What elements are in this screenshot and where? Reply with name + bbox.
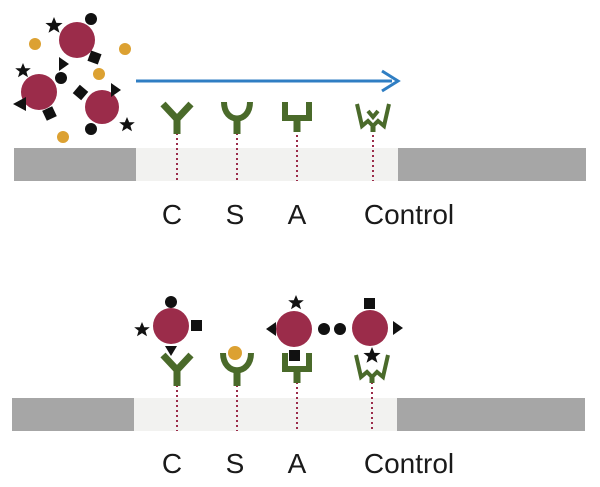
- bound-particle-control: [352, 298, 403, 363]
- bottom-label-a: A: [288, 448, 307, 479]
- antibody-control-top: [355, 103, 391, 132]
- circle-marker: [55, 72, 67, 84]
- triangle-marker: [13, 97, 26, 111]
- particle-cluster: [13, 13, 135, 143]
- triangle-marker: [59, 57, 69, 71]
- antibody-s-bottom: [220, 352, 254, 386]
- top-strip-middle: [136, 148, 398, 181]
- orange-dot: [57, 131, 69, 143]
- star-marker: [119, 117, 135, 132]
- star-marker: [45, 17, 63, 33]
- top-panel: C S A Control: [13, 13, 586, 230]
- orange-dot: [93, 68, 105, 80]
- square-marker: [364, 298, 375, 309]
- top-strip-right: [398, 148, 586, 181]
- triangle-marker: [111, 83, 121, 97]
- bound-particle-a: [266, 295, 330, 361]
- top-label-c: C: [162, 199, 182, 230]
- star-marker: [288, 295, 304, 310]
- top-label-a: A: [288, 199, 307, 230]
- bound-particle-c: [134, 296, 202, 356]
- bottom-label-control: Control: [364, 448, 454, 479]
- star-marker: [134, 322, 150, 337]
- flow-arrow: [136, 69, 401, 93]
- square-marker: [191, 320, 202, 331]
- bottom-strip-middle: [134, 398, 397, 431]
- antibody-c-top: [160, 101, 194, 134]
- bottom-label-c: C: [162, 448, 182, 479]
- bound-orange-dot-s: [228, 346, 242, 360]
- top-label-s: S: [226, 199, 245, 230]
- square-marker: [289, 350, 300, 361]
- square-marker: [87, 50, 102, 65]
- circle-marker: [85, 13, 97, 25]
- square-marker: [42, 106, 57, 121]
- triangle-marker: [266, 322, 276, 336]
- top-label-control: Control: [364, 199, 454, 230]
- square-marker: [72, 84, 89, 101]
- star-marker: [15, 63, 31, 78]
- antibody-c-bottom: [160, 352, 194, 386]
- particle: [59, 22, 95, 58]
- top-strip-left: [14, 148, 136, 181]
- orange-dot: [119, 43, 131, 55]
- orange-dot: [29, 38, 41, 50]
- circle-marker: [318, 323, 330, 335]
- triangle-marker: [393, 321, 403, 335]
- antibody-s-top: [221, 101, 253, 134]
- circle-marker: [85, 123, 97, 135]
- particle: [85, 90, 119, 124]
- circle-marker: [334, 323, 346, 335]
- antibody-a-top: [282, 102, 312, 132]
- antibody-control-bottom: [354, 354, 390, 383]
- bottom-panel: C S A Control: [12, 295, 585, 479]
- antibody-a-bottom: [282, 353, 312, 383]
- particle: [21, 74, 57, 110]
- bottom-strip-right: [397, 398, 585, 431]
- star-marker: [363, 347, 381, 363]
- circle-marker: [165, 296, 177, 308]
- bottom-strip-left: [12, 398, 134, 431]
- triangle-marker: [165, 346, 177, 356]
- bottom-label-s: S: [226, 448, 245, 479]
